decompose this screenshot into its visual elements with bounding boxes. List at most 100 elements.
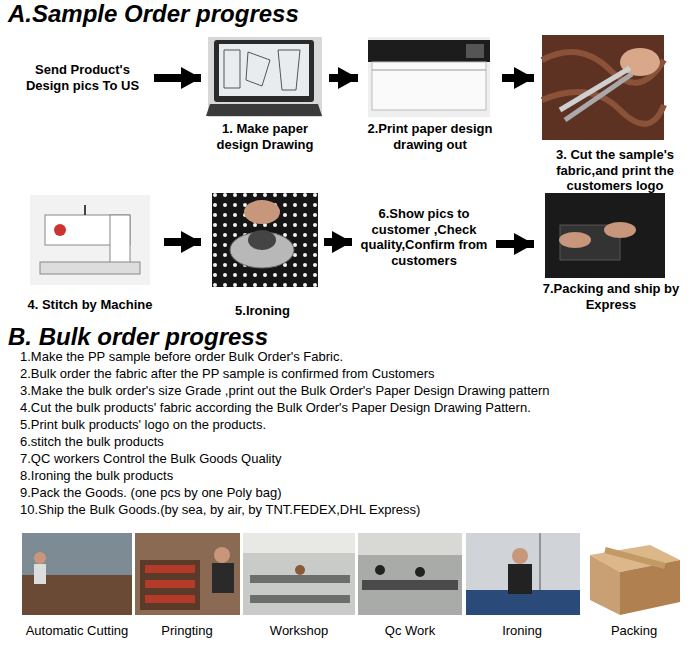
workshop-photo [243, 533, 355, 615]
step-caption: 7.Packing and ship by Express [538, 281, 684, 312]
workshop-photo [295, 565, 305, 575]
list-item: 3.Make the bulk order's size Grade ,prin… [20, 383, 550, 399]
cutting-photo [565, 74, 632, 120]
ironing-photo [244, 200, 280, 224]
packing-photo [559, 232, 591, 248]
photo-step: 4. Stitch by Machine [20, 195, 160, 313]
process-step: 6.Show pics to customer ,Check quality,C… [356, 206, 492, 268]
plotter-photo [372, 62, 486, 110]
cutting-photo [560, 68, 630, 110]
photo-step: 7.Packing and ship by Express [538, 193, 684, 312]
photo-caption: Workshop [270, 623, 328, 639]
list-item: 2.Bulk order the fabric after the PP sam… [20, 366, 434, 382]
qc-photo [375, 565, 385, 575]
sewing-machine-photo [40, 262, 140, 274]
step-caption: Send Product's Design pics To US [15, 62, 150, 93]
sewing-machine-photo [84, 205, 86, 215]
step-caption: 5.Ironing [205, 303, 320, 319]
sewing-machine-photo [54, 224, 66, 236]
cutting-room-photo [22, 533, 132, 615]
section-heading: B. Bulk order progress [8, 325, 268, 349]
packing-photo [604, 222, 636, 238]
list-item: 8.Ironing the bulk products [20, 468, 173, 484]
qc-photo [358, 533, 462, 555]
flow-arrow [502, 74, 534, 82]
list-item: 7.QC workers Control the Bulk Goods Qual… [20, 451, 282, 467]
photo-step: 5.Ironing [205, 193, 320, 319]
photo-step: 3. Cut the sample's fabric,and print the… [538, 35, 692, 194]
qc-photo [358, 533, 462, 615]
flow-arrow [496, 240, 534, 248]
step-caption: 6.Show pics to customer ,Check quality,C… [356, 206, 492, 268]
cutting-room-photo [34, 552, 46, 564]
ironing-room-photo [508, 564, 532, 594]
printing-photo [212, 563, 234, 593]
ironing-room-photo [466, 533, 580, 615]
step-caption: 4. Stitch by Machine [20, 297, 160, 313]
laptop-photo [219, 44, 309, 96]
ironing-room-photo [466, 533, 580, 615]
packing-photo [545, 193, 665, 278]
workshop-photo [243, 533, 355, 615]
qc-photo [362, 580, 458, 590]
cutting-room-photo [22, 533, 132, 615]
list-item: 5.Print bulk products' logo on the produ… [20, 417, 266, 433]
flow-arrow [324, 238, 352, 246]
flow-arrow [164, 238, 201, 246]
step-caption: 1. Make paper design Drawing [205, 121, 325, 152]
workshop-photo [250, 575, 350, 583]
ironing-photo [212, 193, 318, 287]
list-item: 4.Cut the bulk products' fabric accordin… [20, 400, 531, 416]
list-item: 10.Ship the Bulk Goods.(by sea, by air, … [20, 502, 420, 518]
sewing-machine-photo [30, 195, 150, 285]
list-item: 1.Make the PP sample before order Bulk O… [20, 349, 343, 365]
photo-caption: Qc Work [385, 623, 435, 639]
flow-arrow [329, 74, 358, 82]
workshop-photo [243, 533, 355, 553]
laptop-photo [224, 50, 300, 90]
section-heading: A.Sample Order progress [8, 2, 299, 26]
plotter-photo [466, 44, 484, 58]
carton-box-drawing [620, 560, 680, 615]
printing-photo [135, 533, 240, 615]
cutting-photo [542, 35, 664, 140]
workshop-photo [250, 595, 350, 603]
sewing-machine-photo [30, 195, 150, 285]
plotter-photo [372, 70, 486, 71]
printing-photo [145, 565, 195, 573]
printing-photo [145, 595, 195, 603]
sewing-machine-photo [110, 215, 130, 265]
cutting-room-photo [34, 564, 46, 584]
printing-photo [135, 533, 240, 615]
printing-photo [214, 547, 230, 563]
qc-photo [415, 567, 425, 577]
photo-caption: Automatic Cutting [26, 623, 129, 639]
list-item: 9.Pack the Goods. (one pcs by one Poly b… [20, 485, 282, 501]
process-step: Send Product's Design pics To US [15, 62, 150, 93]
flow-arrow [154, 74, 201, 82]
packing-photo [545, 193, 665, 278]
photo-step: 2.Print paper design drawing out [362, 37, 498, 152]
list-item: 6.stitch the bulk products [20, 434, 164, 450]
laptop-photo [206, 104, 322, 116]
photo-caption: Ironing [502, 623, 542, 639]
ironing-room-photo [512, 548, 528, 564]
carton-box-drawing [590, 545, 680, 615]
printing-photo [145, 580, 195, 588]
qc-photo [358, 533, 462, 615]
plotter-photo [368, 37, 490, 117]
printing-photo [140, 560, 200, 610]
laptop-photo [206, 37, 322, 117]
laptop-photo [214, 40, 314, 102]
photo-caption: Pringting [161, 623, 212, 639]
photo-caption: Packing [611, 623, 657, 639]
cutting-photo [542, 35, 664, 140]
carton-box-drawing [605, 550, 665, 566]
plotter-photo [368, 40, 490, 62]
carton-box-drawing [590, 555, 620, 615]
ironing-photo [248, 230, 276, 250]
step-caption: 2.Print paper design drawing out [362, 121, 498, 152]
plotter-photo [368, 37, 490, 117]
ironing-photo [212, 193, 318, 287]
